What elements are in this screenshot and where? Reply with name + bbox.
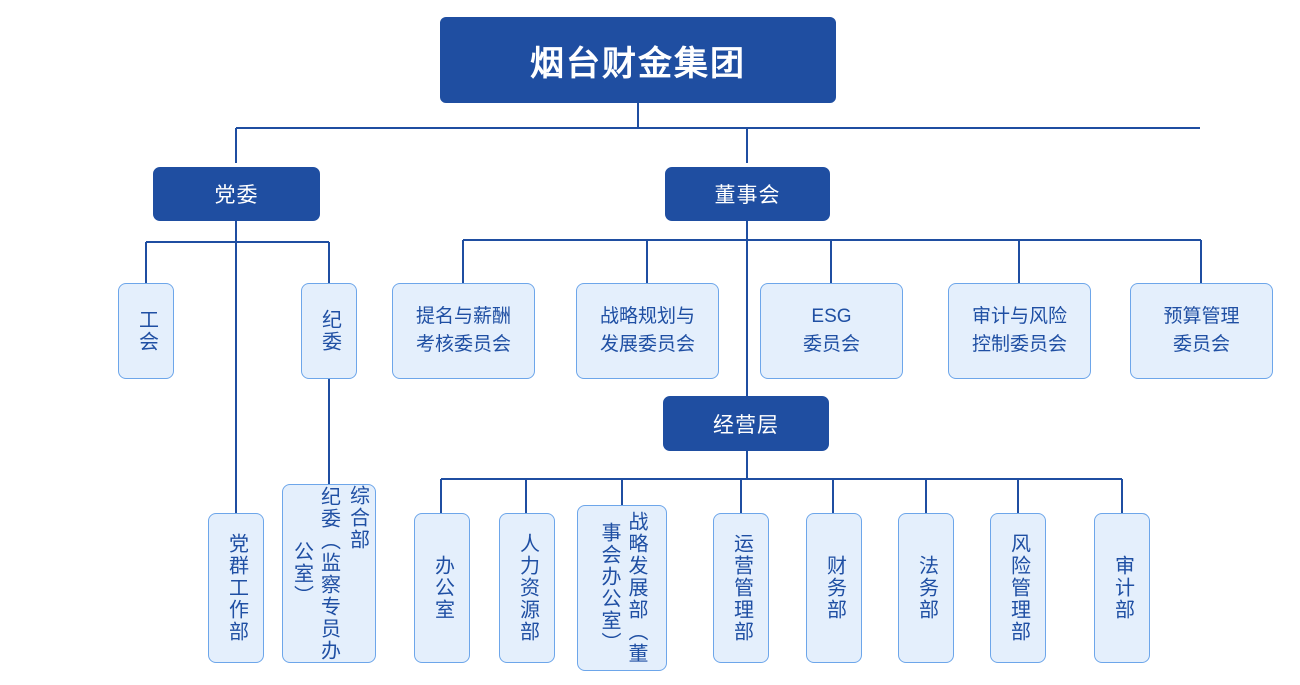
node-finance-dept[interactable]: 财务部	[806, 513, 862, 663]
node-nomination-compensation-committee[interactable]: 提名与薪酬 考核委员会	[392, 283, 535, 379]
node-discipline-committee-label: 纪委	[318, 309, 341, 353]
node-finance-dept-label: 财务部	[823, 555, 846, 621]
node-legal-affairs-dept-label: 法务部	[915, 555, 938, 621]
committee-line-1: 审计与风险	[971, 306, 1067, 328]
node-discipline-committee[interactable]: 纪委	[301, 283, 357, 379]
node-human-resources-dept-label: 人力资源部	[516, 533, 539, 643]
node-audit-risk-control-committee[interactable]: 审计与风险 控制委员会	[948, 283, 1091, 379]
committee-line-2: 委员会	[802, 334, 860, 355]
discipline-inspection-office-label: 纪委（监察专员办公室）	[290, 485, 340, 662]
node-strategy-planning-committee[interactable]: 战略规划与 发展委员会	[576, 283, 719, 379]
committee-line-2: 控制委员会	[971, 334, 1067, 355]
node-party-committee[interactable]: 党委	[153, 167, 320, 221]
node-labor-union-label: 工会	[135, 309, 158, 353]
committee-line-1: ESG	[811, 306, 852, 328]
node-labor-union[interactable]: 工会	[118, 283, 174, 379]
committee-line-2: 考核委员会	[415, 334, 511, 355]
node-strategy-development-dept[interactable]: 战略发展部（董事会办公室）	[577, 505, 667, 671]
node-audit-dept-label: 审计部	[1111, 555, 1134, 621]
general-affairs-dept-label: 综合部	[346, 485, 369, 551]
node-operations-management-dept-label: 运营管理部	[730, 533, 753, 643]
node-strategy-development-dept-label: 战略发展部（董事会办公室）	[598, 511, 647, 665]
node-group-title[interactable]: 烟台财金集团	[440, 17, 836, 103]
node-operations-management-dept[interactable]: 运营管理部	[713, 513, 769, 663]
node-human-resources-dept[interactable]: 人力资源部	[499, 513, 555, 663]
committee-line-1: 提名与薪酬	[415, 306, 511, 328]
node-office[interactable]: 办公室	[414, 513, 470, 663]
node-office-label: 办公室	[431, 555, 454, 621]
committee-line-1: 预算管理	[1163, 306, 1240, 328]
node-board-of-directors[interactable]: 董事会	[665, 167, 830, 221]
node-esg-committee[interactable]: ESG 委员会	[760, 283, 903, 379]
node-audit-dept[interactable]: 审计部	[1094, 513, 1150, 663]
committee-line-2: 委员会	[1172, 334, 1230, 355]
node-risk-management-dept-label: 风险管理部	[1007, 533, 1030, 643]
committee-line-2: 发展委员会	[599, 334, 695, 355]
node-legal-affairs-dept[interactable]: 法务部	[898, 513, 954, 663]
committee-line-1: 战略规划与	[599, 306, 695, 328]
node-party-mass-work-dept-label: 党群工作部	[225, 533, 248, 643]
node-general-office-and-discipline-office[interactable]: 纪委（监察专员办公室） 综合部	[282, 484, 376, 663]
node-budget-management-committee[interactable]: 预算管理 委员会	[1130, 283, 1273, 379]
node-party-mass-work-dept[interactable]: 党群工作部	[208, 513, 264, 663]
node-management-level[interactable]: 经营层	[663, 396, 829, 451]
node-risk-management-dept[interactable]: 风险管理部	[990, 513, 1046, 663]
